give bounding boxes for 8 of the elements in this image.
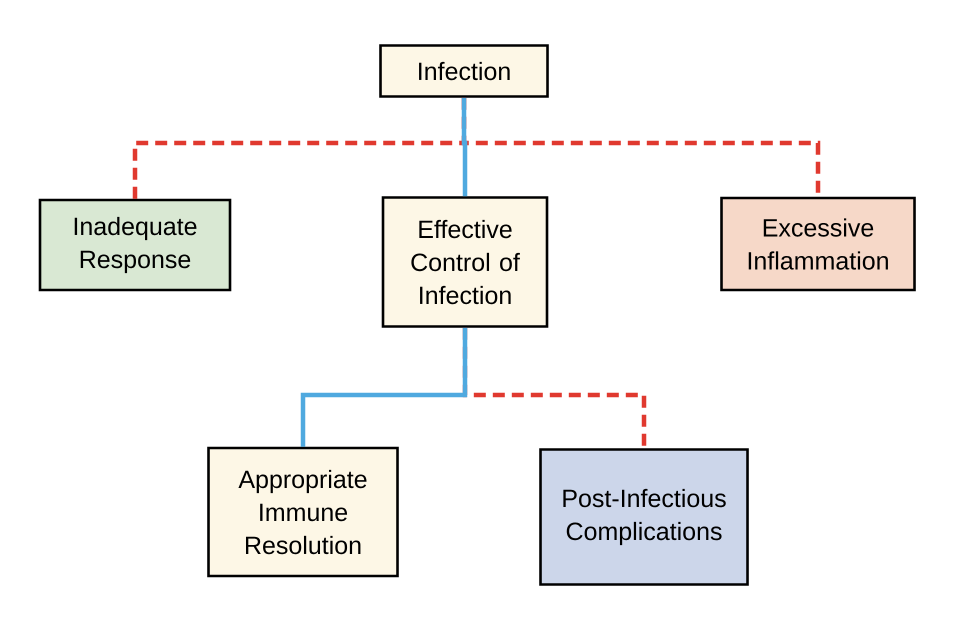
- connector-line: [462, 98, 468, 196]
- process-box: Post-Infectious Complications: [539, 448, 749, 586]
- connector-line: [300, 328, 468, 447]
- process-box: Inadequate Response: [38, 198, 232, 292]
- process-box: Excessive Inflammation: [720, 196, 916, 292]
- process-box: Effective Control of Infection: [382, 196, 548, 328]
- process-box: Infection: [379, 44, 549, 98]
- process-box: Appropriate Immune Resolution: [207, 446, 399, 578]
